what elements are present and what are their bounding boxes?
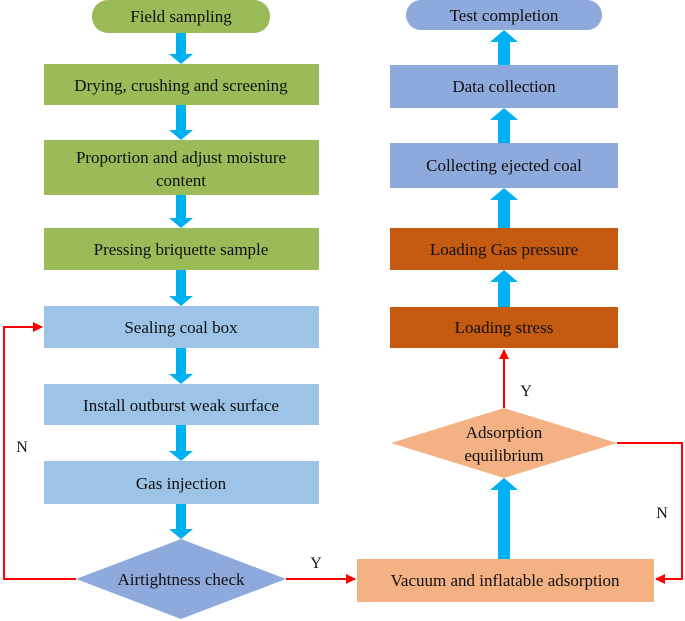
arrow-proportion-to-pressing — [169, 195, 193, 228]
node-test-completion — [406, 0, 602, 30]
label-sealing: Sealing coal box — [124, 318, 238, 337]
label-proportion-line2: content — [156, 171, 206, 190]
node-pressing — [44, 228, 319, 270]
edge-label-airtightness-yes: Y — [310, 555, 322, 572]
node-gas-injection — [44, 461, 319, 504]
label-collecting-ejected-coal: Collecting ejected coal — [426, 156, 582, 175]
arrow-collecting-to-data — [490, 108, 518, 143]
arrow-stress-to-gas — [490, 270, 518, 307]
label-data-collection: Data collection — [452, 77, 556, 96]
arrow-install-to-gas — [169, 425, 193, 461]
edge-label-adsorption-yes: Y — [520, 383, 532, 400]
node-airtightness-check — [76, 539, 286, 619]
node-drying — [44, 64, 319, 105]
arrow-pressing-to-sealing — [169, 270, 193, 306]
node-vacuum-adsorption — [357, 559, 654, 602]
node-adsorption-equilibrium — [391, 408, 617, 478]
arrow-adsorption-no-loop — [617, 442, 683, 584]
label-install: Install outburst weak surface — [83, 396, 279, 415]
node-proportion — [44, 140, 319, 195]
label-adsorption-line2: equilibrium — [464, 446, 543, 465]
node-field-sampling — [92, 0, 270, 33]
right-flow-arrows — [490, 30, 518, 559]
edge-label-adsorption-no: N — [656, 505, 668, 522]
node-collecting-ejected-coal — [390, 143, 618, 188]
node-loading-gas-pressure — [390, 228, 618, 270]
label-adsorption-line1: Adsorption — [466, 423, 543, 442]
arrow-sealing-to-install — [169, 348, 193, 384]
arrow-sampling-to-drying — [169, 33, 193, 64]
label-vacuum-adsorption: Vacuum and inflatable adsorption — [391, 571, 620, 590]
node-data-collection — [390, 65, 618, 108]
node-install — [44, 384, 319, 425]
arrow-data-to-completion — [490, 30, 518, 65]
label-drying: Drying, crushing and screening — [74, 76, 288, 95]
arrow-gas-to-collecting — [490, 188, 518, 228]
label-field-sampling: Field sampling — [130, 7, 232, 26]
node-loading-stress — [390, 307, 618, 348]
label-loading-stress: Loading stress — [455, 318, 554, 337]
label-pressing: Pressing briquette sample — [94, 240, 269, 259]
label-loading-gas-pressure: Loading Gas pressure — [430, 240, 578, 259]
arrow-vacuum-to-adsorption — [490, 478, 518, 559]
label-test-completion: Test completion — [450, 6, 559, 25]
left-flow-arrows — [169, 33, 193, 539]
arrow-gas-to-airtightness — [169, 504, 193, 539]
edge-label-airtightness-no: N — [16, 439, 28, 456]
label-airtightness-check: Airtightness check — [118, 570, 245, 589]
label-gas-injection: Gas injection — [136, 474, 227, 493]
arrow-airtightness-no-loop — [3, 322, 76, 580]
arrow-drying-to-proportion — [169, 105, 193, 140]
node-sealing — [44, 306, 319, 348]
label-proportion-line1: Proportion and adjust moisture — [76, 148, 286, 167]
